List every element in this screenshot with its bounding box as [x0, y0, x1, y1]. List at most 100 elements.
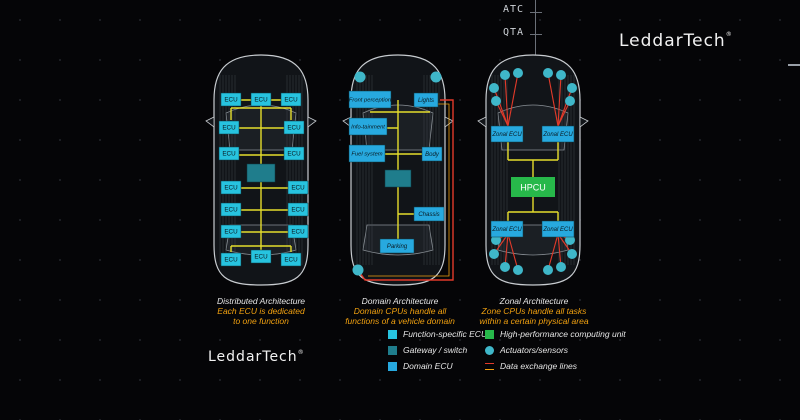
function-ecu-label: ECU [284, 97, 298, 104]
caption-title: Zonal Architecture [499, 296, 569, 306]
domain-ecu-body-label: Body [425, 152, 440, 158]
legend-item: Data exchange lines [485, 361, 577, 371]
zonal-ecu-rear-right-label: Zonal ECU [542, 227, 573, 233]
sensor-icon [567, 249, 577, 259]
domain-ecu-chassis [413, 206, 445, 222]
caption-distributed: Distributed Architecture Each ECU is ded… [196, 296, 326, 326]
brand-logo-top: LeddarTech® [619, 31, 733, 51]
domain-ecu-body [421, 146, 443, 162]
car-mirror [477, 116, 487, 128]
legend-swatch-gateway [388, 345, 397, 355]
gateway-switch [246, 163, 276, 183]
function-ecu [287, 202, 309, 217]
legend-label: High-performance computing unit [500, 329, 626, 339]
data-exchange-line [507, 72, 519, 127]
caption-title: Domain Architecture [361, 296, 439, 306]
zonal-ecu-front-right [541, 125, 575, 143]
caption-sub: Each ECU is dedicated [217, 306, 305, 316]
zonal-ecu-rear-right [541, 220, 575, 238]
function-ecu [220, 224, 242, 239]
legend-item: Domain ECU [388, 361, 453, 371]
legend-label: Domain ECU [403, 361, 453, 371]
domain-ecu-front-perception [348, 90, 392, 109]
sensor-front-left-icon [354, 71, 366, 83]
function-ecu [220, 180, 242, 195]
sensor-icon [489, 249, 499, 259]
legend-item: Function-specific ECU [388, 329, 487, 339]
data-exchange-line [547, 72, 559, 127]
zonal-ecu-front-left [490, 125, 524, 143]
data-exchange-line [557, 74, 562, 127]
data-exchange-line [368, 103, 450, 277]
sensor-icon [491, 96, 501, 106]
data-exchange-line [504, 74, 509, 127]
legend-swatch-function-ecu [388, 329, 397, 339]
data-exchange-line [504, 233, 509, 268]
hpcu-label: HPCU [520, 182, 546, 192]
car-mirror [307, 116, 317, 128]
sensor-icon [491, 235, 501, 245]
function-ecu [287, 224, 309, 239]
data-exchange-line [557, 87, 573, 127]
function-ecu-label: ECU [254, 254, 268, 261]
function-ecu [280, 92, 302, 107]
caption-zonal: Zonal Architecture Zone CPUs handle all … [466, 296, 602, 326]
legend-swatch-sensor-icon [485, 345, 494, 355]
caption-sub: within a certain physical area [479, 316, 589, 326]
data-exchange-line [547, 233, 559, 271]
domain-ecu-fuel-system [348, 144, 386, 163]
zonal-ecu-rear-left [490, 220, 524, 238]
hud-right-marker [788, 64, 800, 66]
function-ecu-label: ECU [254, 97, 268, 104]
domain-ecu-parking-label: Parking [387, 244, 408, 250]
function-ecu [283, 120, 305, 135]
caption-sub: Zone CPUs handle all tasks [481, 306, 587, 316]
sensor-icon [567, 83, 577, 93]
function-ecu [287, 180, 309, 195]
legend-item: Gateway / switch [388, 345, 467, 355]
domain-ecu-fuel-system-label: Fuel system [351, 152, 382, 158]
legend-label: Actuators/sensors [500, 345, 569, 355]
sensor-icon [543, 265, 553, 275]
function-ecu [250, 92, 272, 107]
hud-scale [535, 0, 536, 60]
function-ecu-label: ECU [287, 151, 301, 158]
sensor-icon [513, 265, 523, 275]
sensor-front-right-icon [430, 71, 442, 83]
caption-sub: to one function [233, 316, 289, 326]
legend-label: Gateway / switch [403, 345, 468, 355]
domain-ecu-lights-label: Lights [418, 98, 434, 104]
caption-sub: functions of a vehicle domain [345, 316, 455, 326]
legend-swatch-lines-icon [485, 362, 494, 370]
function-ecu-label: ECU [284, 257, 298, 264]
function-ecu [218, 120, 240, 135]
sensor-icon [489, 83, 499, 93]
function-ecu-label: ECU [291, 185, 305, 192]
domain-ecu-parking [379, 238, 415, 254]
sensor-icon [500, 70, 510, 80]
data-exchange-line [357, 99, 454, 281]
sensor-icon [565, 235, 575, 245]
function-ecu [220, 252, 242, 267]
function-ecu-label: ECU [224, 257, 238, 264]
sensor-icon [556, 70, 566, 80]
legend-label: Data exchange lines [500, 361, 578, 371]
gateway-switch [384, 169, 412, 188]
function-ecu [220, 202, 242, 217]
function-ecu [280, 252, 302, 267]
domain-ecu-infotainment-label: Info-tainment [351, 125, 385, 131]
domain-ecu-lights [413, 92, 439, 108]
function-ecu-label: ECU [222, 125, 236, 132]
sensor-icon [565, 96, 575, 106]
sensor-rear-left-icon [352, 264, 364, 276]
caption-sub: Domain CPUs handle all [353, 306, 447, 316]
data-exchange-line [493, 87, 509, 127]
sensor-icon [543, 68, 553, 78]
sensor-icon [500, 262, 510, 272]
sensor-icon [513, 68, 523, 78]
legend-swatch-hpcu [485, 329, 494, 339]
hud-tick [530, 12, 542, 13]
function-ecu-label: ECU [224, 207, 238, 214]
sensor-icon [556, 262, 566, 272]
function-ecu-label: ECU [291, 229, 305, 236]
